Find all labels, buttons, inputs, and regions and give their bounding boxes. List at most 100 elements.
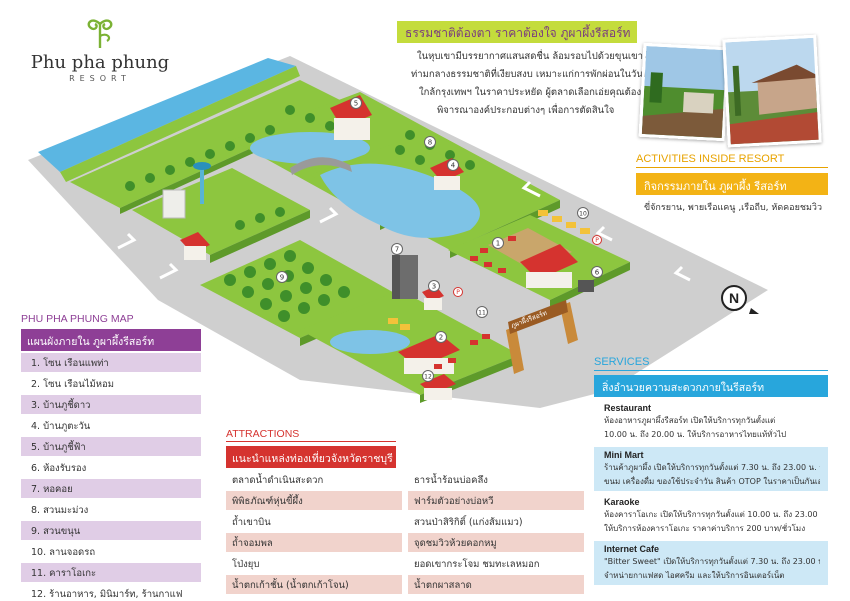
svg-text:6: 6	[595, 269, 600, 277]
resort-subtitle: RESORT	[69, 74, 131, 83]
houses	[180, 95, 578, 400]
attraction-item: จุดชมวิวห้วยคอกหมู	[408, 533, 584, 552]
service-name: Restaurant	[604, 403, 652, 413]
photo-garden	[638, 42, 730, 142]
service-desc: "Bitter Sweet" เปิดให้บริการทุกวันตั้งแต…	[604, 557, 820, 566]
marker-7: 7	[391, 243, 403, 255]
attraction-item: ธารน้ำร้อนบ่อคลึง	[414, 475, 488, 486]
legend-item: 5. บ้านภูชี้ฟ้า	[21, 437, 201, 456]
service-desc: ร้านค้าภูผาผึ้ง เปิดให้บริการทุกวันตั้งแ…	[604, 463, 820, 472]
parking-marker: P	[453, 287, 463, 297]
intro-panel: ธรรมชาติต้องตา ราคาต้องใจ ภูผาผึ้งรีสอร์…	[397, 21, 822, 151]
resort-name: Phu pha phung	[30, 52, 170, 73]
legend-item: 12. ร้านอาหาร, มินิมาร์ท, ร้านกาแฟ	[21, 584, 201, 601]
tower-pole	[200, 168, 204, 204]
map-legend: PHU PHA PHUNG MAP แผนผังภายใน ภูผาผึ้งรี…	[21, 313, 201, 601]
activities-panel: ACTIVITIES INSIDE RESORT กิจกรรมภายใน ภู…	[636, 153, 828, 214]
bridge	[290, 157, 352, 175]
parked-cars	[388, 210, 590, 330]
marker-8: 8	[424, 136, 436, 148]
svg-text:11: 11	[478, 310, 486, 317]
parking-markers: P P	[453, 235, 602, 297]
attraction-item: ยอดเขากระโจม ชมทะเลหมอก	[414, 559, 540, 570]
service-desc: 10.00 น. ถึง 20.00 น. ให้บริการอาหารไทยแ…	[604, 430, 787, 439]
attraction-item: โป่งยุบ	[232, 559, 260, 570]
svg-text:P: P	[595, 237, 599, 244]
legend-item: 3. บ้านภูชี้ดาว	[21, 395, 201, 414]
legend-item: 1. โซน เรือนแพท่า	[21, 353, 201, 372]
svg-text:10: 10	[579, 211, 587, 218]
marker-2: 2	[435, 331, 447, 343]
svg-text:7: 7	[395, 246, 399, 254]
marker-4: 4	[447, 159, 459, 171]
marker-10: 10	[577, 207, 589, 219]
svg-text:4: 4	[451, 162, 456, 170]
marker-12: 12	[422, 370, 434, 382]
tree-cluster	[125, 105, 475, 322]
legend-item: 2. โซน เรือนไม้หอม	[21, 374, 201, 393]
service-internet-cafe: Internet Cafe "Bitter Sweet" เปิดให้บริก…	[594, 541, 828, 585]
service-mini-mart: Mini Mart ร้านค้าภูผาผึ้ง เปิดให้บริการท…	[594, 447, 828, 491]
gate-sign-board	[508, 300, 568, 334]
block-tower	[132, 168, 310, 255]
block-zone-2	[300, 290, 520, 395]
road-arrows	[117, 180, 691, 282]
building-6	[578, 280, 594, 292]
grass-band-top	[70, 80, 348, 208]
service-desc: ให้บริการห้องคาราโอเกะ ราคาค่าบริการ 200…	[604, 524, 806, 533]
service-desc: ห้องอาหารภูผาผึ้งรีสอร์ท เปิดให้บริการทุ…	[604, 416, 776, 425]
service-desc: ห้องคาราโอเกะ เปิดให้บริการทุกวันตั้งแต่…	[604, 510, 820, 519]
river	[38, 58, 296, 172]
attractions-title: ATTRACTIONS	[226, 428, 396, 442]
photo-villa	[722, 34, 822, 148]
legend-item: 8. สวนมะม่วง	[21, 500, 201, 519]
service-name: Karaoke	[604, 497, 640, 507]
parking-marker: P	[592, 235, 602, 245]
marker-6: 6	[591, 266, 603, 278]
svg-text:P: P	[456, 289, 460, 296]
attraction-item: สวนป่าสิริกิติ์ (แก่งส้มแมว)	[414, 517, 523, 528]
service-desc: จำหน่ายกาแฟสด ไอศครีม และให้บริการอินเตอ…	[604, 571, 785, 580]
marker-11: 11	[476, 306, 488, 318]
marker-5: 5	[350, 97, 362, 109]
service-name: Internet Cafe	[604, 544, 660, 554]
services-bar: สิ่งอำนวยความสะดวกภายในรีสอร์ท	[594, 375, 828, 397]
svg-text:2: 2	[439, 334, 443, 342]
attraction-item: น้ำตกผาสลาด	[408, 575, 584, 594]
svg-text:9: 9	[280, 274, 284, 282]
activities-bar: กิจกรรมภายใน ภูผาผึ้ง รีสอร์ท	[636, 173, 828, 195]
attractions-right-list: ธารน้ำร้อนบ่อคลึง ฟาร์มตัวอย่างบ่อหวี สว…	[408, 468, 584, 594]
river-bank	[60, 66, 300, 182]
attractions-panel: ATTRACTIONS แนะนำแหล่งท่องเที่ยวจังหวัดร…	[226, 428, 634, 594]
resort-logo: Phu pha phung RESORT	[30, 14, 170, 83]
services-title: SERVICES	[594, 356, 828, 371]
intro-line: ใกล้กรุงเทพฯ ในราคาประหยัด ผู้ตลาดเลือกเ…	[419, 87, 642, 98]
service-karaoke: Karaoke ห้องคาราโอเกะ เปิดให้บริการทุกวั…	[594, 494, 828, 538]
gate-post-left	[506, 326, 524, 374]
service-restaurant: Restaurant ห้องอาหารภูผาผึ้งรีสอร์ท เปิด…	[594, 400, 828, 444]
legend-item: 11. คาราโอเกะ	[21, 563, 201, 582]
building-castle	[162, 189, 186, 219]
legend-bar: แผนผังภายใน ภูผาผึ้งรีสอร์ท	[21, 329, 201, 351]
legend-item: 9. สวนขนุน	[21, 521, 201, 540]
attractions-left-list: ตลาดน้ำดำเนินสะดวก พิพิธภัณฑ์หุ่นขี้ผึ้ง…	[226, 468, 402, 594]
legend-item: 10. ลานจอดรถ	[21, 542, 201, 561]
marker-3: 3	[428, 280, 440, 292]
legend-item: 7. หอคอย	[21, 479, 201, 498]
service-desc: ขนม เครื่องดื่ม ของใช้ประจำวัน สินค้า OT…	[604, 477, 820, 486]
compass-letter: N	[729, 290, 739, 306]
intro-line: พิจารณาองค์ประกอบต่างๆ เพื่อการตัดสินใจ	[437, 105, 615, 116]
legend-item: 4. บ้านภูตะวัน	[21, 416, 201, 435]
attraction-item: ฟาร์มตัวอย่างบ่อหวี	[408, 491, 584, 510]
services-panel: SERVICES สิ่งอำนวยความสะดวกภายในรีสอร์ท …	[594, 356, 828, 585]
intro-line: ท่ามกลางธรรมชาติที่เงียบสงบ เหมาะแก่การพ…	[411, 69, 785, 80]
svg-text:5: 5	[354, 100, 358, 108]
intro-title: ธรรมชาติต้องตา ราคาต้องใจ ภูผาผึ้งรีสอร์…	[397, 21, 637, 43]
leaf-logo-icon	[87, 19, 113, 48]
legend-item: 6. ห้องรับรอง	[21, 458, 201, 477]
intro-line: ในหุบเขามีบรรยากาศแสนสดชื่น ล้อมรอบไปด้ว…	[417, 51, 698, 62]
svg-text:8: 8	[428, 139, 432, 147]
svg-text:3: 3	[432, 283, 436, 291]
attraction-item: ถ้ำเขาบิน	[232, 517, 271, 528]
marker-9: 9	[276, 271, 288, 283]
